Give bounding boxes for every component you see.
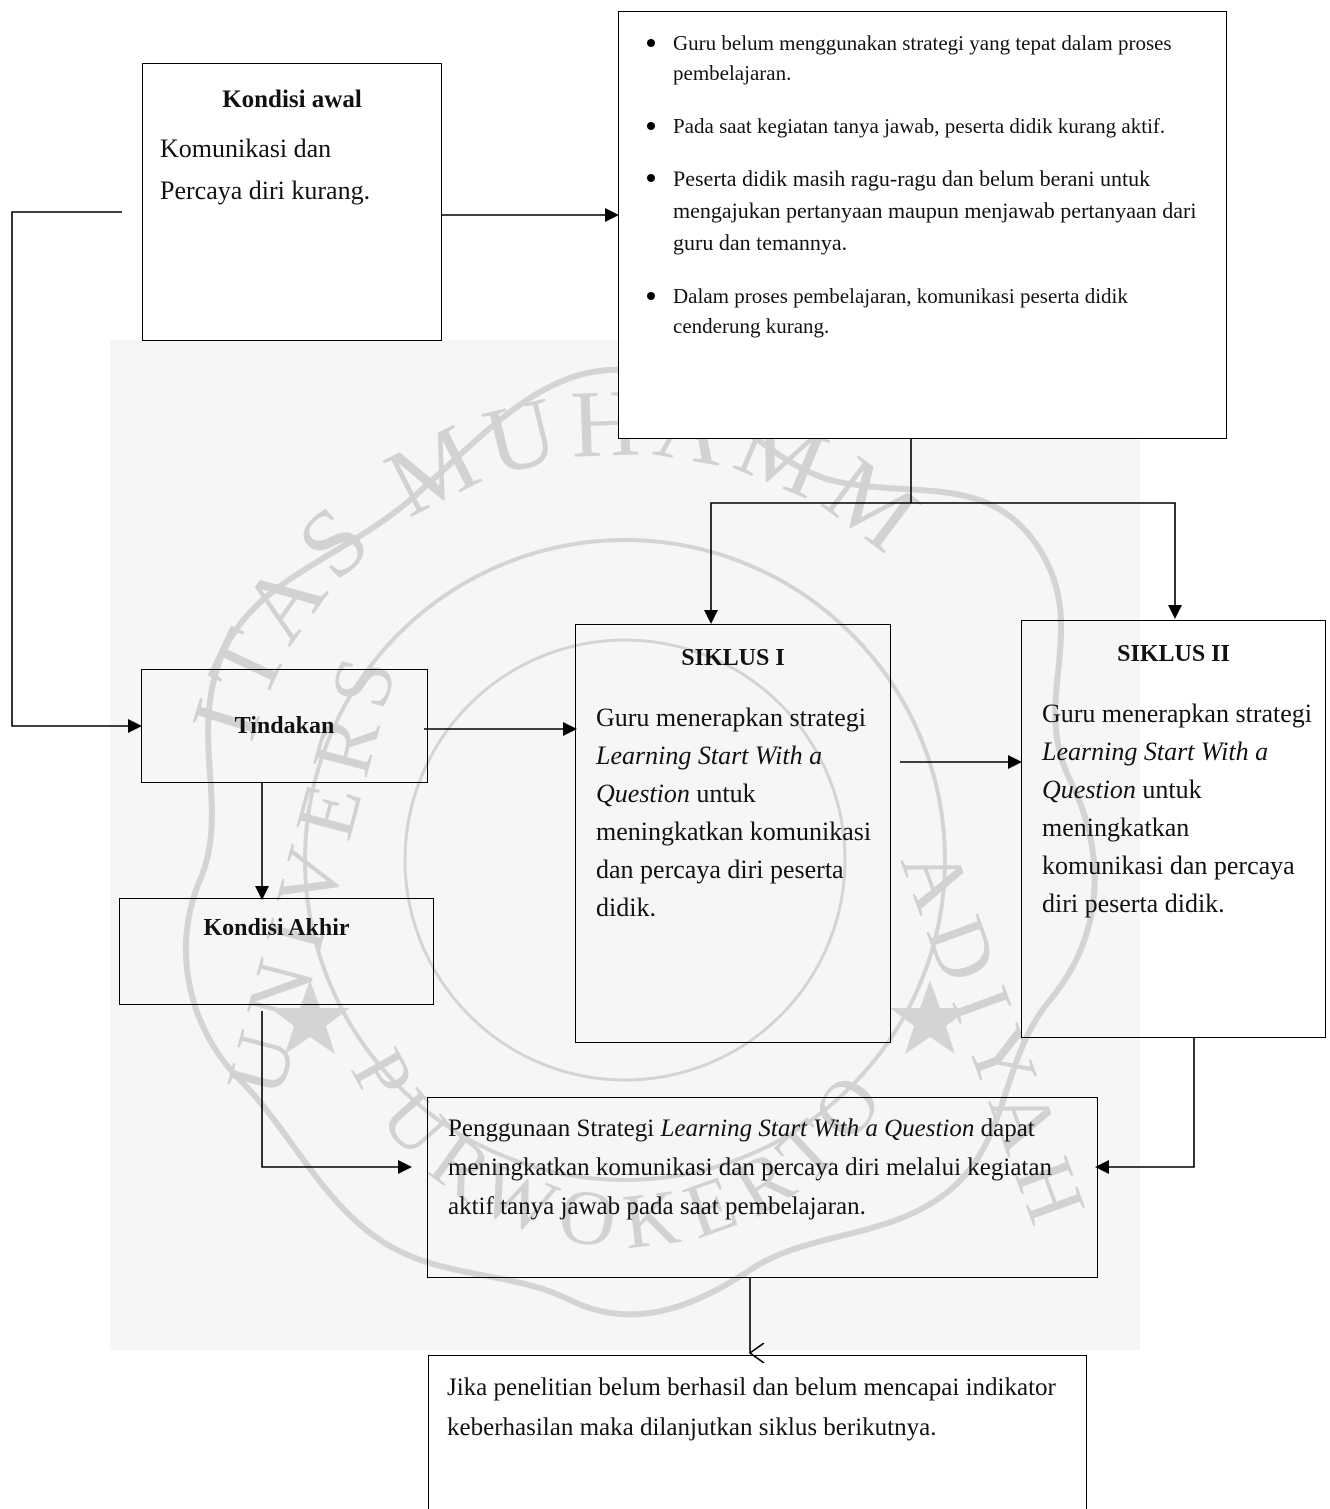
- result-text-pre: Penggunaan Strategi: [448, 1115, 661, 1142]
- arrow-siklus2-to-result: [1095, 1038, 1195, 1174]
- kondisi-awal-line2: Percaya diri kurang.: [160, 175, 371, 205]
- problems-box: Guru belum menggunakan strategi yang tep…: [618, 11, 1227, 439]
- siklus2-text-pre: Guru menerapkan strategi: [1042, 699, 1313, 729]
- siklus2-text-post: untuk meningkatkan komunikasi dan percay…: [1042, 775, 1295, 919]
- star-icon: [890, 980, 970, 1054]
- tindakan-box: Tindakan: [141, 669, 428, 783]
- arrow-akhir-to-result: [261, 1011, 412, 1174]
- siklus1-text-post: untuk meningkatkan komunikasi dan percay…: [596, 779, 872, 923]
- star-icon: [270, 980, 350, 1054]
- result-text-post: dapat meningkatkan komunikasi dan percay…: [448, 1115, 1052, 1220]
- siklus1-strategy: Learning Start With a Question: [596, 741, 823, 809]
- siklus1-text-pre: Guru menerapkan strategi: [596, 703, 867, 733]
- result-strategy: Learning Start With a Question: [660, 1115, 975, 1142]
- kondisi-awal-title: Kondisi awal: [222, 86, 362, 113]
- siklus1-box: SIKLUS I Guru menerapkan strategi Learni…: [575, 624, 891, 1043]
- siklus2-text: Guru menerapkan strategi Learning Start …: [1042, 695, 1315, 923]
- result-text: Penggunaan Strategi Learning Start With …: [448, 1110, 1083, 1226]
- next-cycle-text: Jika penelitian belum berhasil dan belum…: [447, 1374, 1056, 1441]
- tindakan-label: Tindakan: [234, 712, 335, 739]
- problem-item: Peserta didik masih ragu-ragu dan belum …: [647, 163, 1212, 259]
- problem-item: Pada saat kegiatan tanya jawab, peserta …: [647, 111, 1212, 141]
- siklus2-title: SIKLUS II: [1117, 641, 1230, 667]
- kondisi-awal-box: Kondisi awal Komunikasi dan Percaya diri…: [142, 63, 442, 341]
- arrow-to-siklus2: [911, 502, 1182, 619]
- arrow-loop-to-tindakan: [11, 211, 142, 733]
- problem-item: Dalam proses pembelajaran, komunikasi pe…: [647, 281, 1212, 342]
- kondisi-akhir-box: Kondisi Akhir: [119, 898, 434, 1005]
- problem-item: Guru belum menggunakan strategi yang tep…: [647, 28, 1212, 89]
- next-cycle-box: Jika penelitian belum berhasil dan belum…: [428, 1355, 1087, 1509]
- arrow-to-siklus1: [704, 502, 911, 624]
- kondisi-akhir-label: Kondisi Akhir: [203, 915, 350, 941]
- siklus1-title: SIKLUS I: [681, 645, 785, 671]
- siklus2-strategy: Learning Start With a Question: [1042, 737, 1269, 805]
- kondisi-awal-line1: Komunikasi dan: [160, 134, 332, 163]
- result-box: Penggunaan Strategi Learning Start With …: [427, 1097, 1098, 1278]
- siklus1-text: Guru menerapkan strategi Learning Start …: [596, 699, 882, 927]
- siklus2-box: SIKLUS II Guru menerapkan strategi Learn…: [1021, 620, 1326, 1038]
